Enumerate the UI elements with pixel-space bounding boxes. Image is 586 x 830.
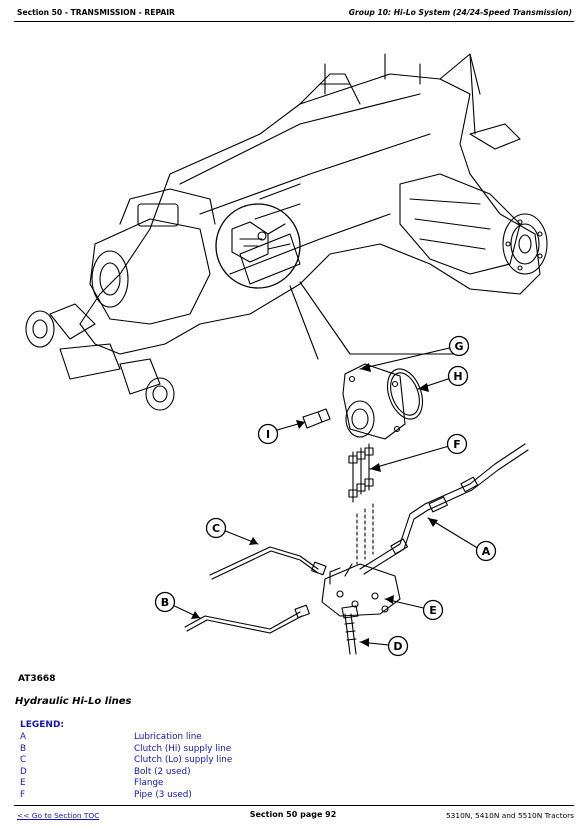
legend-key: D	[20, 766, 27, 777]
header-divider	[14, 21, 574, 22]
figure-caption: Hydraulic Hi-Lo lines	[15, 696, 132, 707]
legend-key: E	[20, 778, 26, 789]
legend-title: LEGEND:	[20, 720, 65, 730]
callout-i	[257, 423, 279, 445]
header-section-title: Section 50 - TRANSMISSION - REPAIR	[17, 8, 175, 17]
callout-g-text: G	[454, 340, 463, 353]
callout-b-text: B	[161, 596, 169, 609]
figure-id: AT3668	[18, 674, 56, 684]
footer-divider	[14, 805, 574, 806]
detail-magnifier	[215, 203, 461, 360]
legend-key: A	[20, 732, 27, 742]
header-group-title: Group 10: Hi-Lo System (24/24-Speed Tran…	[348, 8, 572, 17]
callout-f	[446, 433, 468, 455]
legend-item: F Pipe (3 used)	[20, 790, 360, 802]
section-toc-link[interactable]: << Go to Section TOC	[17, 811, 100, 820]
callout-i-text: I	[266, 428, 270, 441]
legend-item: D Bolt (2 used)	[20, 767, 360, 779]
legend-label: Pipe (3 used)	[134, 789, 192, 800]
legend-label: Clutch (Lo) supply line	[134, 755, 233, 766]
callout-g	[448, 335, 470, 357]
callout-a-text: A	[482, 545, 491, 558]
legend-key: C	[20, 755, 27, 766]
legend-label: Flange	[134, 778, 164, 789]
tractor-transmission-drawing	[25, 53, 548, 411]
legend-label: Bolt (2 used)	[134, 766, 191, 777]
legend-label: Clutch (Hi) supply line	[134, 743, 232, 754]
hi-lo-parts	[184, 363, 529, 655]
callout-h-text: H	[453, 370, 462, 383]
callout-labels	[154, 335, 497, 657]
legend-item: E Flange	[20, 778, 360, 790]
callout-c	[205, 517, 227, 539]
legend-key: F	[20, 789, 26, 800]
callout-b	[154, 591, 176, 613]
callout-c-text: C	[212, 522, 220, 535]
callout-d	[387, 635, 409, 657]
tractor-models: 5310N, 5410N and 5510N Tractors	[445, 811, 574, 820]
callout-a	[475, 540, 497, 562]
callout-h	[447, 365, 469, 387]
callout-d-text: D	[393, 640, 402, 653]
legend-item: B Clutch (Hi) supply line	[20, 744, 360, 756]
legend-item: C Clutch (Lo) supply line	[20, 755, 360, 767]
callout-e	[422, 599, 444, 621]
exploded-view-illustration: G H I F A C B E D	[25, 53, 548, 657]
callout-f-text: F	[453, 438, 461, 451]
legend-item: A Lubrication line	[20, 732, 360, 744]
legend-key: B	[20, 743, 27, 754]
callout-e-text: E	[429, 604, 437, 617]
legend-label: Lubrication line	[134, 732, 202, 742]
legend-list: A Lubrication line B Clutch (Hi) supply li…	[20, 732, 360, 802]
